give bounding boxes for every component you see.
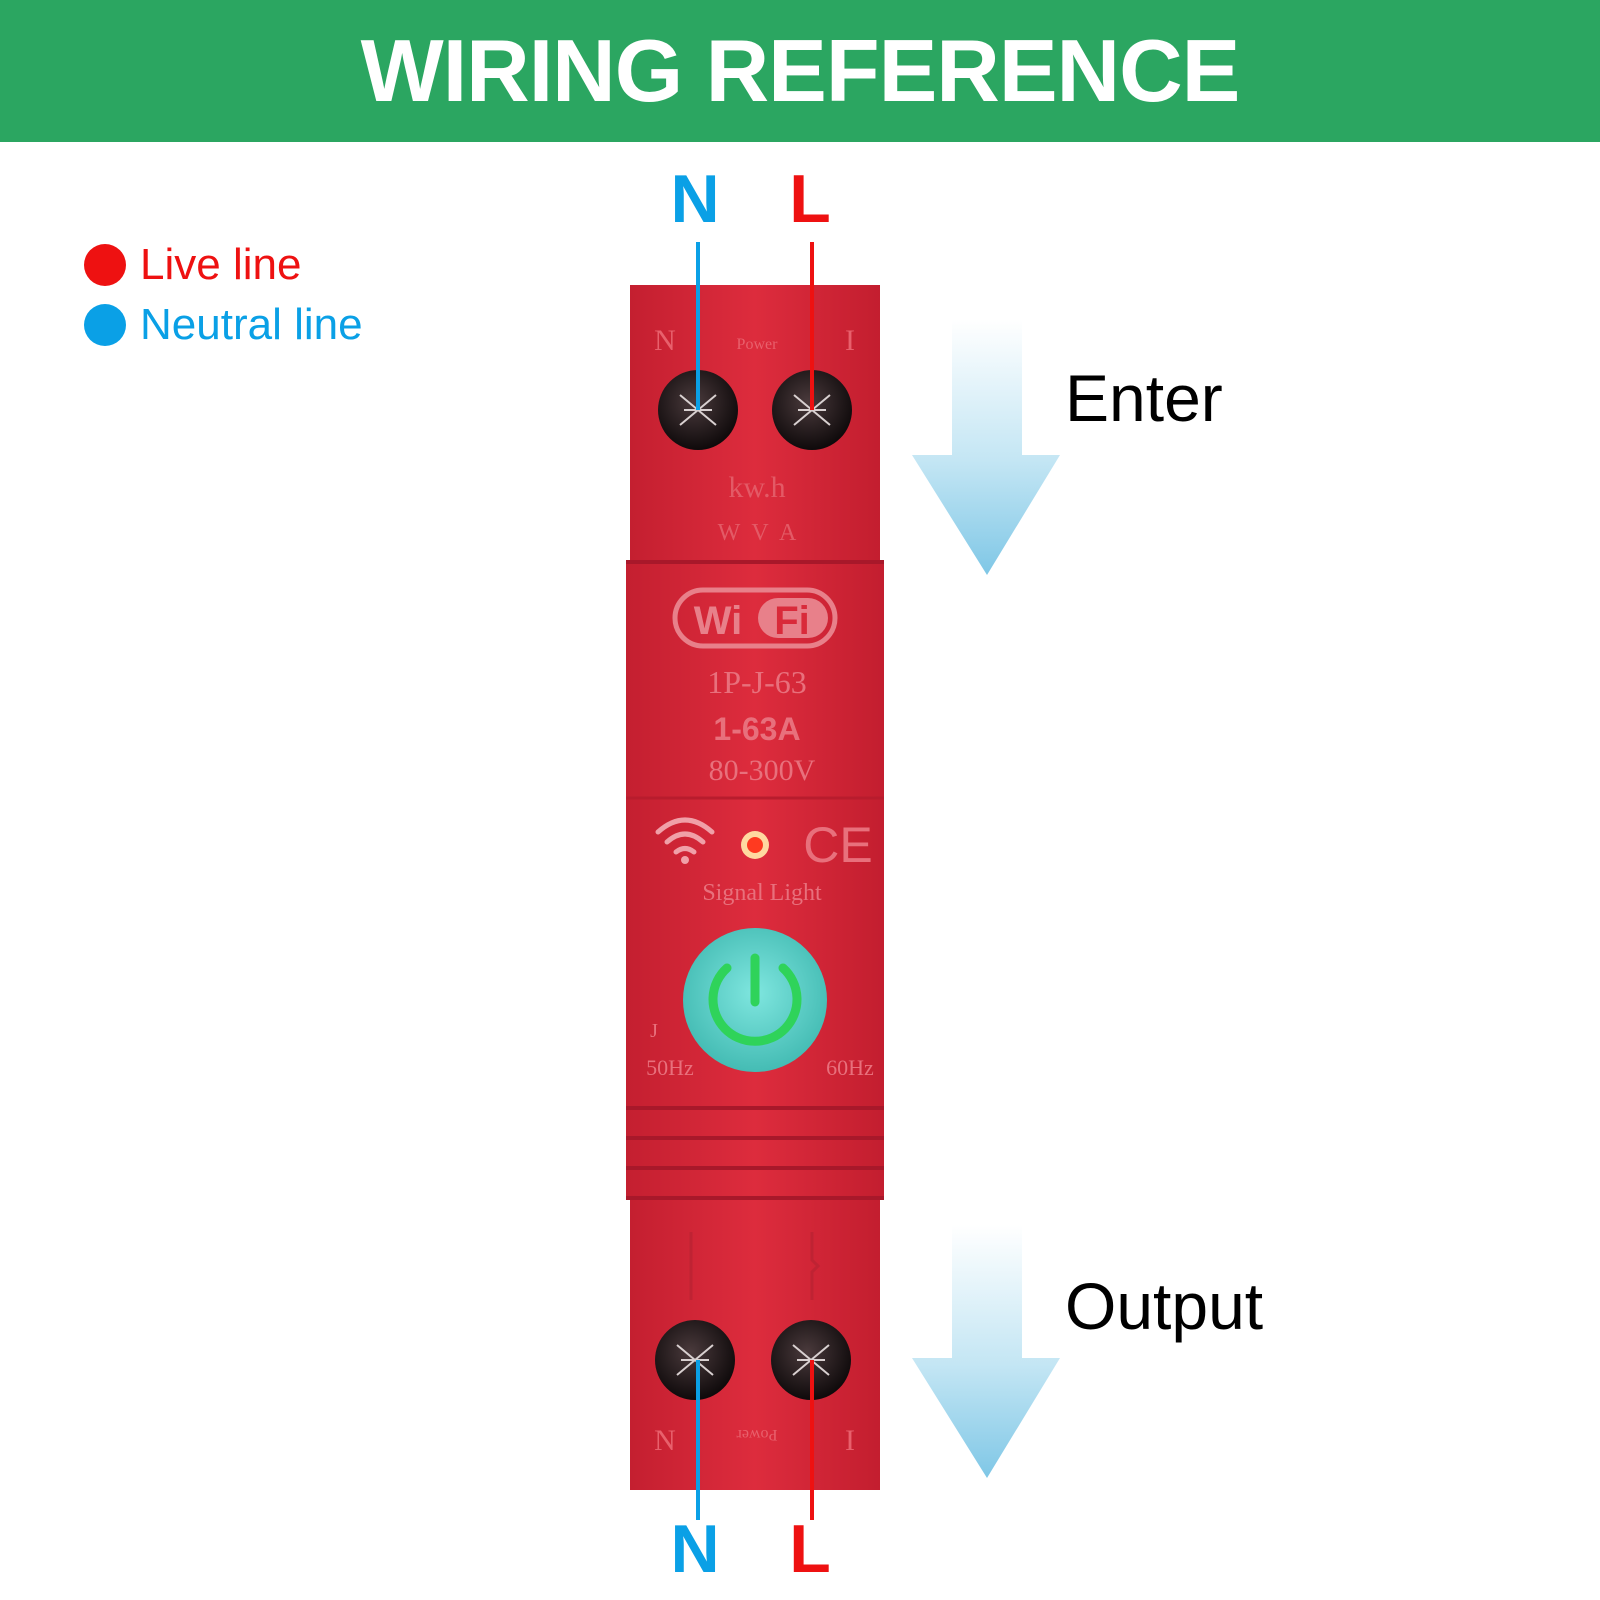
top-l-marking: I <box>845 324 855 357</box>
wifi-icon <box>655 817 715 855</box>
legend-neutral-item: Neutral line <box>84 300 363 350</box>
top-n-marking: N <box>654 324 676 357</box>
voltage-range-label: 80-300V <box>709 754 816 787</box>
page-title: WIRING REFERENCE <box>360 21 1241 120</box>
wifi-logo-right: Fi <box>774 599 810 643</box>
ce-mark-icon: CE <box>803 817 872 873</box>
freq-left-label: 50Hz <box>646 1055 694 1080</box>
current-range-label: 1-63A <box>713 711 800 747</box>
signal-light-label: Signal Light <box>702 880 822 906</box>
side-j-mark: J <box>650 1020 658 1042</box>
legend-live-label: Live line <box>140 240 302 289</box>
power-icon <box>708 963 802 1046</box>
wifi-logo-left: Wi <box>694 599 743 643</box>
bottom-power-marking: Power <box>736 1426 778 1443</box>
legend-neutral-label: Neutral line <box>140 300 363 349</box>
bottom-l-marking: I <box>845 1424 855 1457</box>
bottom-live-label: L <box>789 1511 831 1587</box>
power-button[interactable] <box>683 928 827 1072</box>
live-dot-icon <box>84 244 126 286</box>
legend-live-item: Live line <box>84 240 301 290</box>
output-arrow-icon <box>912 1225 1060 1478</box>
top-neutral-label: N <box>670 161 720 237</box>
output-label: Output <box>1065 1269 1264 1343</box>
enter-label: Enter <box>1065 361 1223 435</box>
meter-units-label: kw.h <box>728 471 785 504</box>
neutral-dot-icon <box>84 304 126 346</box>
bottom-neutral-label: N <box>670 1511 720 1587</box>
wifi-logo-icon <box>672 587 838 649</box>
meter-subunits-label: W V A <box>718 520 797 546</box>
title-banner: WIRING REFERENCE <box>0 0 1600 142</box>
smart-breaker-device: N Power I kw.h W V A Wi Fi 1P-J-63 1-63A… <box>626 285 884 1490</box>
enter-arrow-icon <box>912 320 1060 575</box>
bottom-n-marking: N <box>654 1424 676 1457</box>
model-label: 1P-J-63 <box>707 664 807 700</box>
top-live-label: L <box>789 161 831 237</box>
top-power-marking: Power <box>737 336 779 353</box>
freq-right-label: 60Hz <box>826 1055 874 1080</box>
